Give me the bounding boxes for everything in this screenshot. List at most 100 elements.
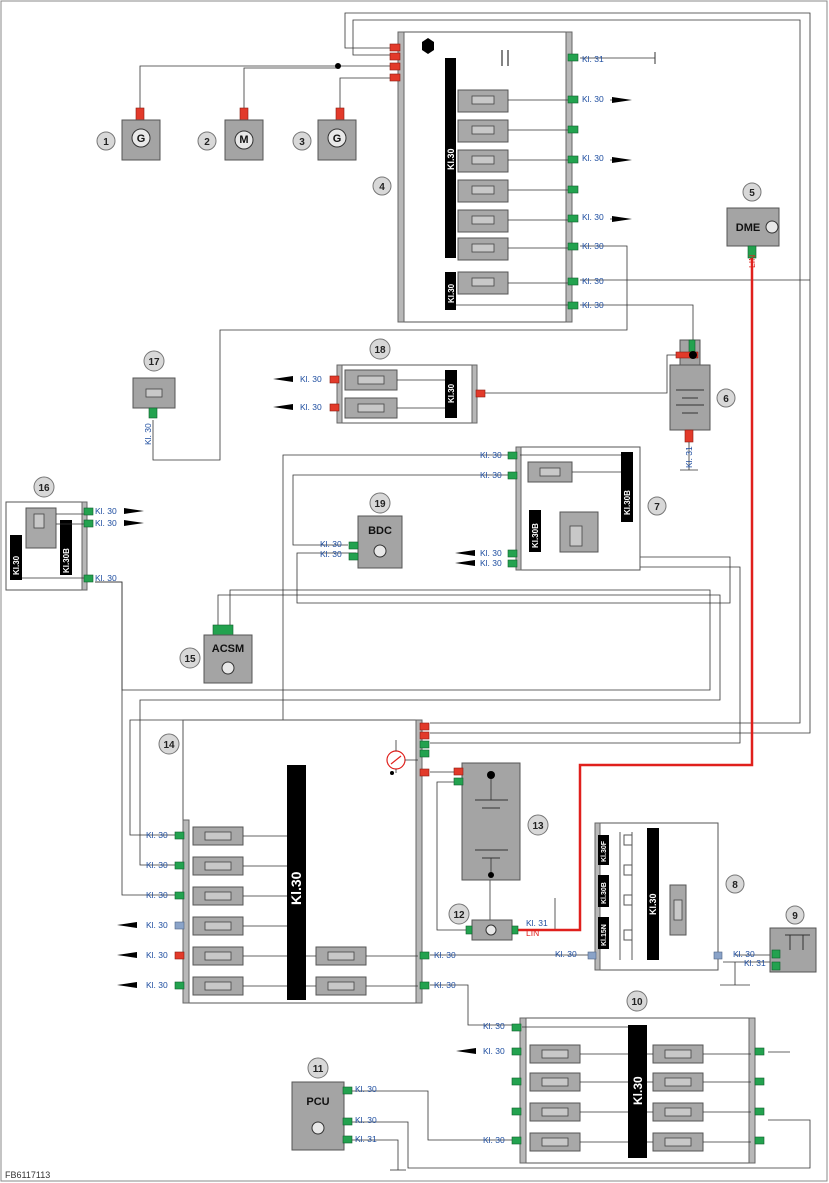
power-distribution-box-4: Kl.30 Kl.30 Kl. 31 Kl. 30 Kl. 30 Kl. 30 … [335,31,656,323]
busbar-label: Kl.30B [601,882,608,904]
terminal-label: Kl. 30 [483,1046,505,1056]
terminal-label: Kl. 30 [483,1135,505,1145]
ecu-name: BDC [368,525,392,537]
lin-bus-wire [518,258,754,932]
terminal-label: Kl. 30 [480,558,502,568]
terminal-label: Kl. 30 [480,450,502,460]
busbar-label: Kl.15N [601,924,608,946]
busbar-label: Kl.30B [623,490,632,515]
pcu-11: PCU Kl. 30 Kl. 30 Kl. 31 [291,1081,377,1151]
power-distribution-box-14: Kl.30 Kl. 30 Kl. 30 Kl. 30 Kl. 30 K [117,719,456,1004]
fuse-box-18: Kl.30 Kl. 30 Kl. 30 [273,364,486,424]
terminal-label: Kl. 31 [582,54,604,64]
callout-9: 9 [792,911,798,922]
terminal-label: Kl. 31 [526,918,548,928]
callout-4: 4 [379,182,385,193]
terminal-label: Kl. 30 [300,374,322,384]
dme-5: DME LIN [726,207,780,268]
busbar-label: Kl.30F [601,840,608,862]
arrow-right-icon [612,216,632,222]
callout-18: 18 [374,345,386,356]
generator-glyph: G [333,133,342,145]
arrow-right-icon [124,508,144,514]
terminal-label: Kl. 30 [582,94,604,104]
terminal-label: Kl. 30 [146,830,168,840]
generator-3: G [317,107,357,161]
callout-numbers: 1 2 3 4 5 6 7 8 9 10 11 12 13 14 15 16 1… [33,131,805,1079]
busbar-label: Kl.30 [288,871,304,905]
relay-box-16: Kl.30 Kl.30B Kl. 30 Kl. 30 Kl. 30 [5,501,144,591]
callout-15: 15 [184,654,196,665]
battery-6: Kl. 31 [669,339,711,471]
figure-code: FB6117113 [5,1170,50,1180]
arrow-left-icon [273,376,293,382]
busbar-label: Kl.30 [12,555,21,575]
arrow-right-icon [612,97,632,103]
callout-11: 11 [313,1064,324,1075]
busbar-label: Kl.30 [648,893,658,915]
callout-3: 3 [299,137,305,148]
terminal-label: Kl. 30 [146,980,168,990]
arrow-left-icon [117,982,137,988]
motor-glyph: M [239,134,248,146]
arrow-right-icon [612,157,632,163]
terminal-label: Kl. 30 [146,920,168,930]
busbar-label: Kl.30 [631,1076,645,1105]
lin-label: LIN [747,255,757,268]
terminal-label: Kl. 30 [146,950,168,960]
component-17: Kl. 30 [132,377,176,445]
terminal-label: Kl. 30 [146,860,168,870]
busbar-label: Kl.30 [447,383,456,403]
terminal-label: Kl. 31 [744,958,766,968]
callout-13: 13 [532,821,544,832]
callout-16: 16 [38,483,50,494]
terminal-label: Kl. 30 [582,153,604,163]
callout-17: 17 [148,357,160,368]
arrow-left-icon [455,560,475,566]
callout-12: 12 [453,910,465,921]
lin-label: LIN [526,928,539,938]
terminal-label: Kl. 30 [320,539,342,549]
arrow-left-icon [273,404,293,410]
callout-2: 2 [204,137,210,148]
terminal-label: Kl. 30 [582,212,604,222]
terminal-label: Kl. 30 [555,949,577,959]
arrow-left-icon [455,550,475,556]
terminal-label: Kl. 30 [582,300,604,310]
terminal-label: Kl. 30 [320,549,342,559]
terminal-label: Kl. 30 [143,423,153,445]
fuse-box-10: Kl.30 Kl. 30 Kl. 30 Kl. 30 [456,1017,765,1164]
terminal-label: Kl. 30 [582,276,604,286]
terminal-label: Kl. 30 [733,949,755,959]
terminal-label: Kl. 30 [300,402,322,412]
busbar-label: Kl.30B [62,548,71,573]
ground-hex-icon [422,38,434,54]
relay-box-7: Kl.30B Kl.30B Kl. 30 Kl. 30 Kl. 30 Kl. 3… [455,446,641,571]
callout-14: 14 [163,740,175,751]
terminal-label: Kl. 30 [95,506,117,516]
callout-7: 7 [654,502,660,513]
ecu-name: PCU [306,1096,329,1108]
terminal-label: Kl. 30 [582,241,604,251]
terminal-label: Kl. 30 [355,1115,377,1125]
callout-19: 19 [374,499,386,510]
motor-2: M [224,107,264,161]
terminal-label: Kl. 30 [480,470,502,480]
capacitor-icon [501,50,509,66]
busbar-label-4b: Kl.30 [447,283,456,303]
ecu-name: ACSM [212,643,244,655]
terminal-label: Kl. 30 [480,548,502,558]
callout-10: 10 [631,997,643,1008]
generator-1: G [121,107,161,161]
terminal-label: Kl. 30 [95,518,117,528]
terminal-label: Kl. 31 [355,1134,377,1144]
relay-box-8: Kl.30F Kl.30B Kl.15N Kl.30 Kl. 30 [555,822,723,971]
busbar-label: Kl.30B [531,523,540,548]
callout-6: 6 [723,394,729,405]
battery-13 [453,762,521,881]
terminal-label: Kl. 30 [146,890,168,900]
terminal-label: Kl. 30 [355,1084,377,1094]
sensor-12: Kl. 31 LIN [465,918,548,941]
